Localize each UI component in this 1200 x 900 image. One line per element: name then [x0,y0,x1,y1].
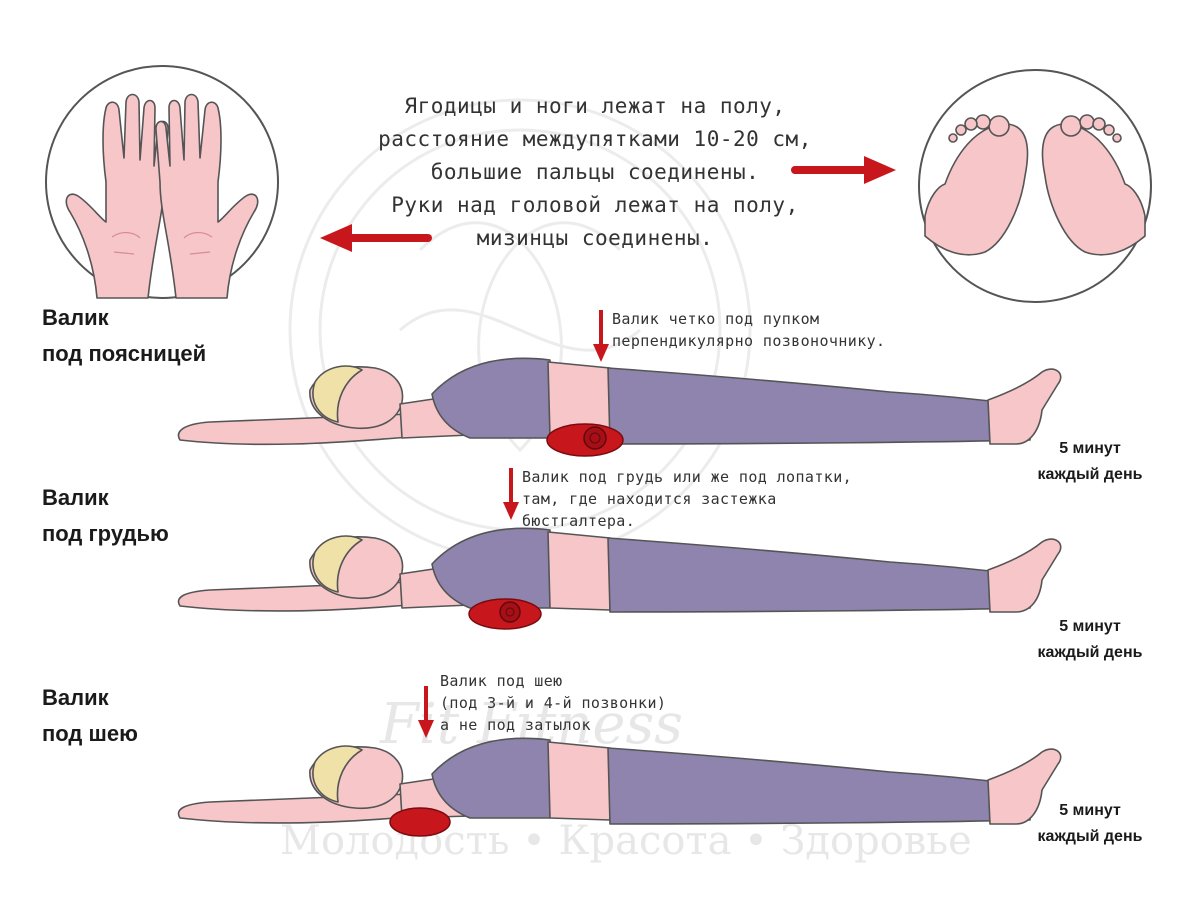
intro-line: большие пальцы соединены. [430,160,760,184]
arrow-right-icon [791,156,896,184]
intro-line: Ягодицы и ноги лежат на полу, [404,94,786,118]
duration-label-neck: 5 минут каждый день [1037,802,1143,845]
arrow-down-icon [418,686,434,738]
pose-note-neck: Валик под шею (под 3-й и 4-й позвонки) а… [440,672,667,734]
pose-note-chest: Валик под грудь или же под лопатки, там,… [522,468,853,530]
arrow-left-icon [320,224,432,252]
figure-lumbar-roller [177,357,1062,457]
duration-label-chest: 5 минут каждый день [1037,618,1143,661]
pose-label-neck: Валик под шею [42,685,138,746]
figure-neck-roller [177,737,1062,837]
intro-line: Руки над головой лежат на полу, [391,193,799,217]
pose-note-lumbar: Валик четко под пупком перпендикулярно п… [612,310,886,350]
arrow-down-icon [503,468,519,520]
duration-label-lumbar: 5 минут каждый день [1037,440,1143,483]
pose-label-chest: Валик под грудью [42,485,169,546]
figure-chest-roller [177,527,1062,630]
intro-line: расстояние междупятками 10-20 см, [378,127,812,151]
arrow-down-icon [593,310,609,362]
intro-text: Ягодицы и ноги лежат на полу, расстояние… [300,90,890,255]
intro-line: мизинцы соединены. [476,226,714,250]
hands-illustration [45,65,279,299]
feet-illustration [918,69,1152,303]
pose-label-lumbar: Валик под поясницей [42,305,207,366]
